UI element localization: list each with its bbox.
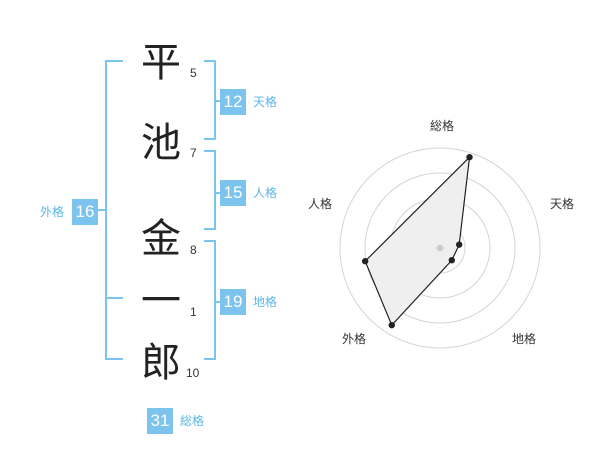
radar-axis-label: 総格 xyxy=(430,118,454,133)
radar-point xyxy=(456,241,463,248)
bracket-divider xyxy=(105,297,123,299)
radar-point xyxy=(466,153,473,161)
chikaku-bracket xyxy=(204,240,216,360)
gaikaku-badge: 16 xyxy=(72,199,98,225)
chikaku-badge: 19 xyxy=(220,289,246,315)
gaikaku-label: 外格 xyxy=(40,205,65,219)
jinkaku-label: 人格 xyxy=(253,186,278,200)
radar-ring xyxy=(364,172,516,324)
chikaku-label: 地格 xyxy=(253,295,278,309)
gaikaku-bracket xyxy=(105,60,123,360)
soukaku-label: 総格 xyxy=(180,414,205,428)
name-char-3: 金 xyxy=(141,216,181,262)
soukaku-badge: 31 xyxy=(147,408,173,434)
radar-axis-label: 天格 xyxy=(550,196,574,211)
bracket-divider xyxy=(214,301,220,303)
stroke-count-1: 5 xyxy=(190,66,197,80)
name-char-2: 池 xyxy=(141,120,181,166)
stroke-count-4: 1 xyxy=(190,305,197,319)
stroke-count-3: 8 xyxy=(190,243,197,257)
radar-point xyxy=(361,257,369,265)
bracket-divider xyxy=(214,100,220,102)
tenkaku-label: 天格 xyxy=(253,95,278,109)
radar-polygon xyxy=(364,155,471,327)
radar-point xyxy=(388,321,395,329)
bracket-divider xyxy=(214,192,220,194)
name-char-1: 平 xyxy=(141,40,181,86)
tenkaku-badge: 12 xyxy=(220,89,246,115)
bracket-divider xyxy=(98,209,106,211)
stroke-count-2: 7 xyxy=(190,146,197,160)
radar-point xyxy=(448,257,456,264)
radar-axis-label: 外格 xyxy=(342,331,366,346)
jinkaku-bracket xyxy=(204,150,216,230)
radar-center-dot xyxy=(436,244,444,252)
radar-ring xyxy=(339,147,541,349)
radar-axis-label: 地格 xyxy=(512,331,536,346)
radar-axis-label: 人格 xyxy=(308,196,332,211)
jinkaku-badge: 15 xyxy=(220,180,246,206)
stroke-count-5: 10 xyxy=(186,366,200,380)
name-char-5: 郎 xyxy=(141,340,181,386)
name-char-4: 一 xyxy=(141,278,181,324)
